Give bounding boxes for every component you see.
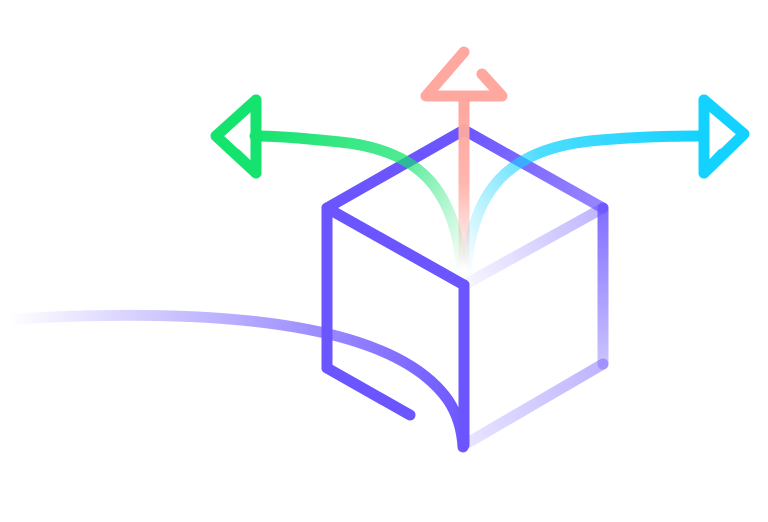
- arrow-left-icon: [210, 94, 468, 276]
- swoosh-trail: [6, 309, 469, 453]
- cube-icon: [321, 124, 609, 451]
- arrow-right-icon: [460, 94, 750, 276]
- arrow-up-icon: [420, 46, 508, 276]
